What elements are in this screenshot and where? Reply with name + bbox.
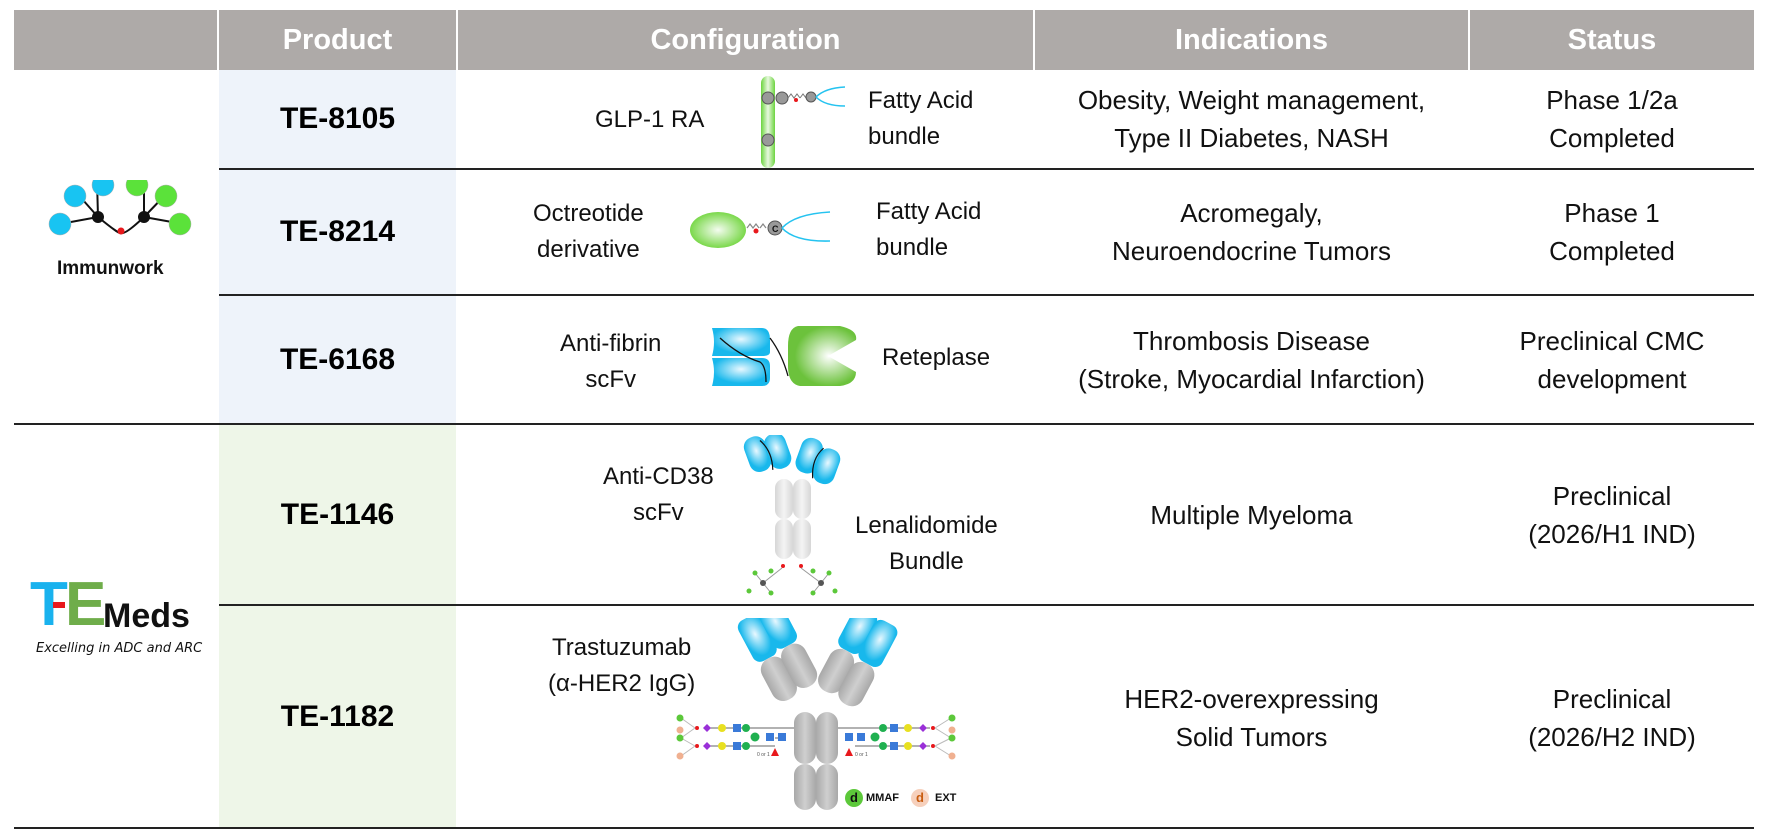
mmaf-legend-label: MMAF (866, 792, 899, 804)
config-left-label: Anti-fibrin scFv (560, 326, 661, 398)
status-cell: Preclinical (2026/H2 IND) (1470, 680, 1754, 756)
header-blank-cell (14, 10, 217, 70)
indications-line1: Thrombosis Disease (1133, 325, 1370, 356)
config-right-line2: bundle (868, 123, 941, 150)
status-line1: Preclinical CMC (1519, 325, 1705, 356)
status-line1: Preclinical (1552, 480, 1672, 511)
config-left-line1: Trastuzumab (552, 634, 692, 661)
header-product-label: Product (282, 23, 393, 56)
config-right-line1: Lenalidomide (855, 512, 998, 539)
indications-cell: Multiple Myeloma (1035, 425, 1468, 604)
config-right-line1: Fatty Acid (876, 198, 982, 225)
config-right-line2: bundle (876, 234, 949, 261)
status-line2: Completed (1549, 236, 1675, 266)
row-divider (219, 604, 1754, 606)
status-line1: Preclinical (1552, 684, 1672, 714)
indications-line1: HER2-overexpressing (1124, 684, 1379, 714)
indications-cell: HER2-overexpressing Solid Tumors (1035, 680, 1468, 756)
header-product: Product (219, 10, 456, 70)
octreotide-fatty-acid-conjugate-icon: C (690, 211, 831, 248)
indications-line2: Type II Diabetes, NASH (1114, 123, 1389, 153)
header-indications: Indications (1035, 10, 1468, 70)
scfv-fc-lenalidomide-conjugate-icon (743, 435, 841, 596)
config-left-label: Trastuzumab (α-HER2 IgG) (548, 630, 695, 702)
immunwork-network-icon (48, 173, 192, 236)
config-left-label: Anti-CD38 scFv (603, 459, 714, 531)
status-line2: development (1537, 363, 1687, 394)
status-cell: Preclinical (2026/H1 IND) (1470, 425, 1754, 604)
header-status-label: Status (1567, 23, 1657, 56)
header-configuration-label: Configuration (650, 23, 841, 56)
config-left-line2: (α-HER2 IgG) (548, 670, 696, 697)
product-name: TE-1182 (280, 699, 395, 733)
payload-legend: d MMAF d EXT (845, 789, 956, 807)
status-line2: (2026/H2 IND) (1528, 722, 1696, 752)
indications-line1: Multiple Myeloma (1150, 499, 1353, 530)
status-cell: Preclinical CMC development (1470, 296, 1754, 423)
config-left-label: GLP-1 RA (595, 106, 705, 133)
config-right-label: Fatty Acid bundle (876, 194, 981, 266)
config-right-line1: Fatty Acid (868, 87, 974, 114)
group-divider (14, 423, 1754, 425)
config-left-label: Octreotide derivative (533, 196, 644, 268)
status-line2: (2026/H1 IND) (1528, 518, 1696, 549)
product-name: TE-8105 (279, 102, 396, 135)
glp1-fatty-acid-conjugate-icon (761, 76, 846, 168)
table-bottom-border (14, 827, 1754, 829)
indications-line1: Obesity, Weight management, (1077, 85, 1426, 115)
status-cell: Phase 1/2a Completed (1470, 70, 1754, 168)
indications-line2: Neuroendocrine Tumors (1112, 236, 1391, 266)
indications-cell: Acromegaly, Neuroendocrine Tumors (1035, 170, 1468, 294)
config-left-line1: Anti-fibrin (560, 330, 662, 357)
indications-line2: Solid Tumors (1175, 722, 1328, 752)
config-left-line1: Octreotide (533, 200, 644, 227)
config-left-line2: scFv (585, 366, 637, 393)
header-status: Status (1470, 10, 1754, 70)
indications-cell: Thrombosis Disease (Stroke, Myocardial I… (1035, 296, 1468, 423)
status-line1: Phase 1/2a (1546, 85, 1678, 115)
temeds-red-bar (53, 602, 65, 608)
header-configuration: Configuration (458, 10, 1033, 70)
config-right-label: Lenalidomide Bundle (855, 508, 998, 580)
config-right-label: Fatty Acid bundle (868, 83, 973, 155)
immunwork-product-band (219, 70, 456, 425)
glycan-note-left: 0 or 1 (757, 752, 770, 758)
residue-label: C (772, 224, 779, 234)
indications-line1: Acromegaly, (1180, 198, 1323, 228)
indications-line2: (Stroke, Myocardial Infarction) (1078, 363, 1425, 394)
temeds-product-band (219, 425, 456, 828)
header-indications-label: Indications (1174, 23, 1329, 56)
status-line1: Phase 1 (1564, 198, 1660, 228)
mmaf-legend-icon: d (845, 789, 863, 807)
config-right-line2: Bundle (889, 548, 964, 575)
immunwork-logo: Immunwork (40, 173, 210, 285)
scfv-reteplase-fusion-icon (712, 326, 857, 386)
temeds-tagline: Excelling in ADC and ARC (36, 641, 203, 656)
product-name: TE-8214 (279, 215, 396, 248)
product-name: TE-1146 (280, 497, 395, 531)
indications-cell: Obesity, Weight management, Type II Diab… (1035, 70, 1468, 168)
config-right-label: Reteplase (882, 344, 991, 371)
status-cell: Phase 1 Completed (1470, 170, 1754, 294)
row-divider (219, 294, 1754, 296)
antibody-drug-conjugate-icon: 0 or 1 0 or 1 (676, 618, 956, 810)
ext-legend-label: EXT (935, 792, 957, 804)
config-left-line2: scFv (633, 499, 684, 526)
row-divider (219, 168, 1754, 170)
glycan-note-right: 0 or 1 (855, 752, 868, 758)
temeds-e-letter: E (65, 570, 107, 639)
product-name: TE-6168 (279, 342, 396, 376)
status-line2: Completed (1549, 123, 1675, 153)
immunwork-name: Immunwork (57, 258, 164, 279)
temeds-word: Meds (103, 597, 190, 635)
temeds-logo: T E Meds Excelling in ADC and ARC (28, 574, 213, 663)
config-left-line2: derivative (537, 236, 640, 263)
config-left-line1: Anti-CD38 (603, 463, 714, 490)
ext-legend-icon: d (911, 789, 929, 807)
